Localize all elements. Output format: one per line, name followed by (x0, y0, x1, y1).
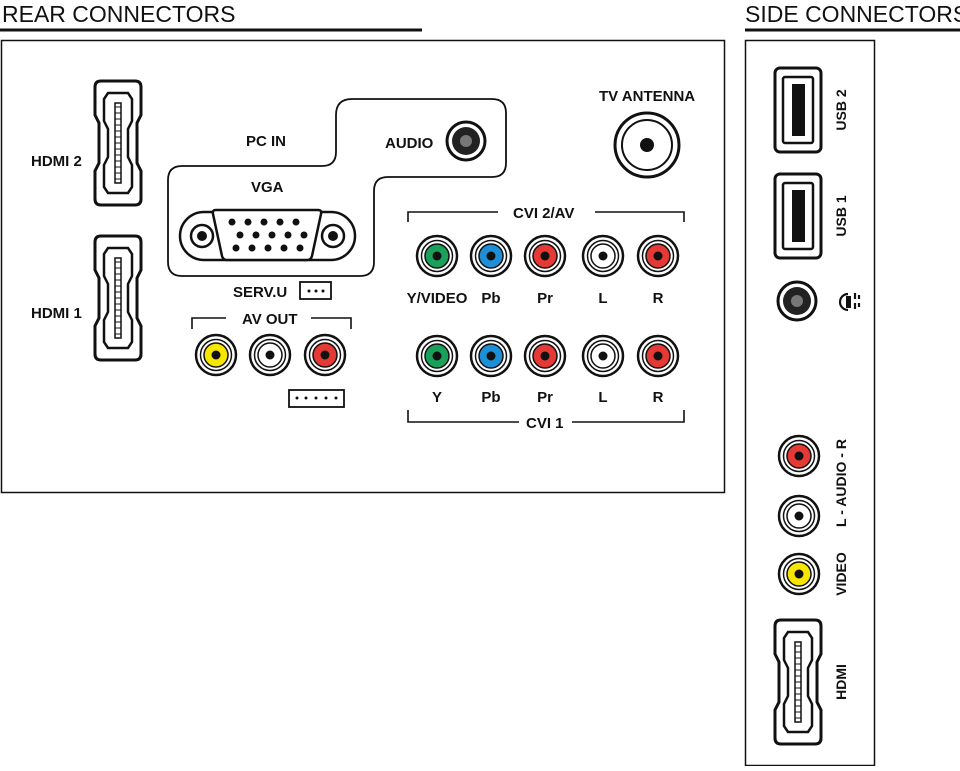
av-out-bracket-right (311, 317, 352, 329)
side-hdmi-port (773, 618, 823, 746)
side-title: SIDE CONNECTORS (745, 1, 960, 27)
cvi2-jack-label-4: L (598, 290, 607, 307)
cvi2-bracket-left (407, 211, 498, 222)
pc-in-label: PC IN (246, 133, 286, 150)
cvi2-bracket-right (595, 211, 685, 222)
tv-antenna-port-inner (621, 119, 673, 171)
usb2-port (773, 66, 823, 154)
side-av-jack-3 (777, 552, 821, 596)
serv-u-port (299, 281, 332, 300)
cvi2-jacks: Y/VIDEO Pb Pr L R (407, 234, 680, 307)
cvi2-jack-label-1: Y/VIDEO (407, 290, 468, 307)
pc-audio-jack-core (460, 135, 472, 147)
rear-title: REAR CONNECTORS (2, 1, 235, 27)
cvi2-label: CVI 2/AV (513, 205, 574, 222)
av-out-service-port (288, 389, 345, 408)
usb1-label: USB 1 (833, 195, 849, 236)
headphone-icon (838, 292, 861, 312)
hdmi1-port (93, 234, 143, 362)
cvi2-jack-label-5: R (653, 290, 664, 307)
av-out-label: AV OUT (242, 311, 298, 328)
side-av-jacks (777, 434, 821, 596)
cvi1-jack-label-2: Pb (481, 389, 500, 406)
cvi1-jacks: Y Pb Pr L R (415, 334, 680, 406)
av-out-jack-2 (248, 333, 292, 377)
cvi1-bracket-right (572, 410, 685, 423)
hdmi2-port (93, 79, 143, 207)
cvi1-jack-1 (415, 334, 459, 378)
usb2-label: USB 2 (833, 89, 849, 130)
cvi2-jack-5 (636, 234, 680, 278)
cvi2-jack-label-2: Pb (481, 290, 500, 307)
headphone-jack-core (791, 295, 803, 307)
usb1-port (773, 172, 823, 260)
av-out-bracket-left (191, 317, 226, 329)
av-out-jack-3 (303, 333, 347, 377)
video-label: VIDEO (833, 552, 849, 596)
cvi2-jack-3 (523, 234, 567, 278)
side-hdmi-label: HDMI (833, 664, 849, 700)
av-out-jacks (194, 333, 347, 377)
cvi2-jack-1 (415, 234, 459, 278)
cvi2-jack-4 (581, 234, 625, 278)
cvi2-jack-label-3: Pr (537, 290, 553, 307)
cvi1-jack-label-1: Y (432, 389, 442, 406)
cvi1-label: CVI 1 (526, 415, 564, 432)
cvi1-jack-4 (581, 334, 625, 378)
tv-antenna-label: TV ANTENNA (599, 88, 695, 105)
hdmi2-label: HDMI 2 (31, 153, 82, 170)
audio-label: AUDIO (385, 135, 434, 152)
vga-label: VGA (251, 179, 284, 196)
tv-antenna-pin (640, 138, 654, 152)
cvi1-jack-label-3: Pr (537, 389, 553, 406)
pc-in-group-outline (167, 98, 507, 277)
cvi1-jack-label-5: R (653, 389, 664, 406)
side-av-jack-1 (777, 434, 821, 478)
audio-lr-label: L - AUDIO - R (833, 439, 849, 527)
cvi1-jack-3 (523, 334, 567, 378)
cvi1-jack-5 (636, 334, 680, 378)
av-out-jack-1 (194, 333, 238, 377)
hdmi1-label: HDMI 1 (31, 305, 82, 322)
cvi2-jack-2 (469, 234, 513, 278)
cvi1-jack-label-4: L (598, 389, 607, 406)
cvi1-bracket-left (407, 410, 519, 423)
vga-port (178, 208, 357, 262)
cvi1-jack-2 (469, 334, 513, 378)
serv-u-label: SERV.U (233, 284, 287, 301)
side-av-jack-2 (777, 494, 821, 538)
